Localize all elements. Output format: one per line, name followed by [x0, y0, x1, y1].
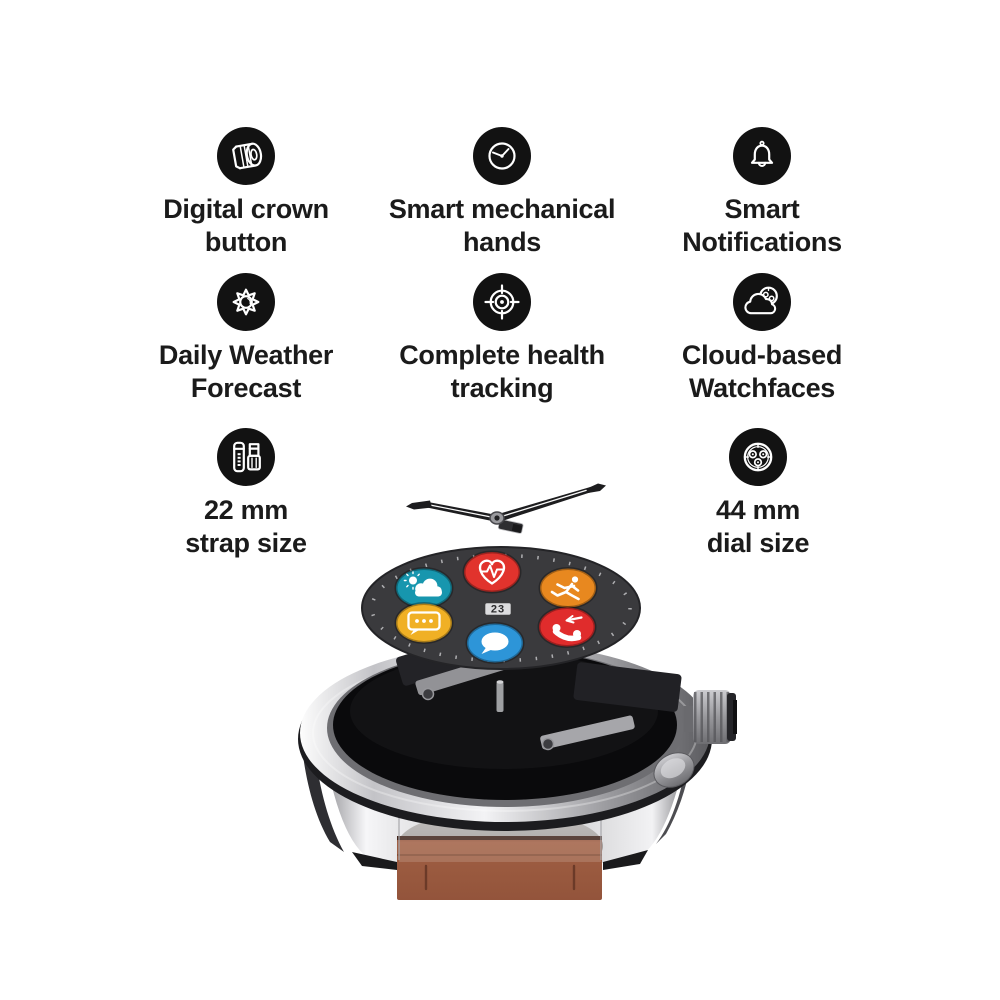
watch-face-disc: 23	[361, 546, 641, 670]
feature-label-line: button	[204, 227, 288, 257]
cloud-watchface-icon	[733, 273, 791, 331]
feature-label-line: Complete health	[399, 340, 605, 370]
watch-date-value: 23	[491, 604, 505, 616]
feature-label-line: Smart	[724, 194, 800, 224]
feature-label-line: dial size	[706, 528, 810, 558]
feature-digital-crown: Digital crown button	[76, 127, 416, 259]
feature-label: Daily Weather Forecast	[159, 339, 333, 405]
feature-weather-forecast: Daily Weather Forecast	[76, 273, 416, 405]
feature-label-line: hands	[462, 227, 541, 257]
clock-hands-icon	[473, 127, 531, 185]
digital-crown-icon	[217, 127, 275, 185]
feature-label-line: 44 mm	[715, 495, 801, 525]
sun-icon	[217, 273, 275, 331]
watch-app-chat-icon	[394, 602, 454, 644]
feature-label: Cloud-based Watchfaces	[681, 339, 843, 405]
feature-label: Digital crown button	[163, 193, 329, 259]
watch-crown	[684, 690, 737, 744]
feature-label-line: Cloud-based	[681, 340, 843, 370]
feature-label: 44 mm dial size	[706, 494, 810, 560]
watch-date-window: 23	[483, 601, 513, 617]
watch-app-heart-rate-icon	[462, 550, 522, 594]
feature-label-line: tracking	[450, 373, 554, 403]
feature-dial-size: 44 mm dial size	[588, 428, 928, 560]
watch-pusher	[653, 752, 695, 788]
feature-label-line: Daily Weather	[158, 340, 334, 370]
watch-app-weather-icon	[394, 567, 454, 609]
watch-app-messages-icon	[465, 622, 525, 664]
feature-label-line: strap size	[185, 528, 307, 558]
watch-dial-icon	[729, 428, 787, 486]
target-icon	[473, 273, 531, 331]
feature-label-line: 22 mm	[203, 495, 289, 525]
feature-smart-notifications: Smart Notifications	[592, 127, 932, 259]
feature-label-line: Notifications	[682, 227, 842, 257]
feature-cloud-watchfaces: Cloud-based Watchfaces	[592, 273, 932, 405]
feature-label-line: Forecast	[190, 373, 302, 403]
feature-label-line: Smart mechanical	[388, 194, 616, 224]
feature-label-line: Digital crown	[163, 194, 329, 224]
watch-app-activity-icon	[538, 567, 598, 609]
watch-hands	[406, 483, 606, 534]
feature-label: Complete health tracking	[399, 339, 605, 405]
feature-strap-size: 22 mm strap size	[76, 428, 416, 560]
feature-label: Smart Notifications	[682, 193, 842, 259]
watch-strap	[397, 836, 602, 900]
bell-icon	[733, 127, 791, 185]
watch-app-calls-icon	[537, 606, 597, 648]
feature-label-line: Watchfaces	[688, 373, 836, 403]
feature-mechanical-hands: Smart mechanical hands	[332, 127, 672, 259]
feature-health-tracking: Complete health tracking	[332, 273, 672, 405]
feature-label: 22 mm strap size	[185, 494, 307, 560]
feature-label: Smart mechanical hands	[388, 193, 616, 259]
watch-strap-icon	[217, 428, 275, 486]
